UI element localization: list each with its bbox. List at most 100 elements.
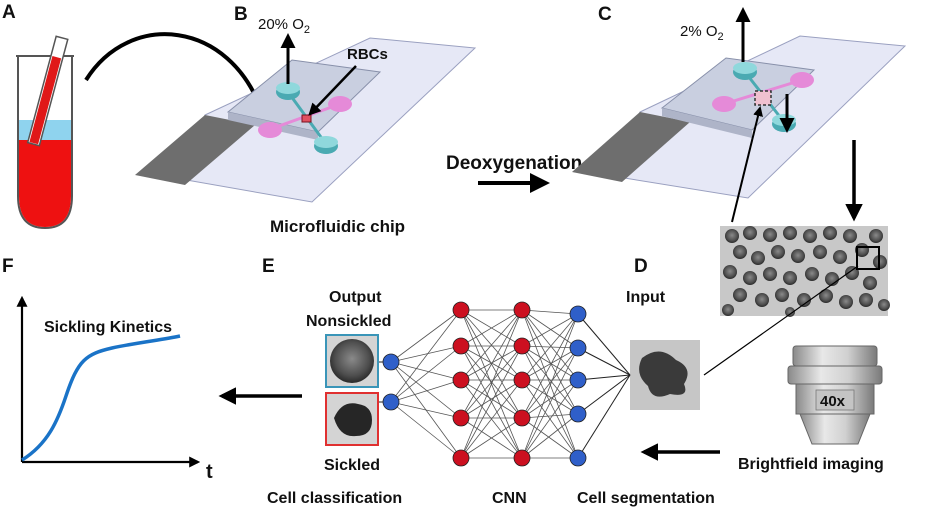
cnn-connection bbox=[390, 309, 462, 403]
cnn-connection bbox=[521, 309, 579, 415]
pdms-side-c bbox=[662, 108, 752, 138]
input-image bbox=[630, 340, 700, 410]
side-reservoir-left-c bbox=[712, 96, 736, 112]
chip-caption: Microfluidic chip bbox=[270, 217, 405, 236]
oxygen-label-c: 2% O2 bbox=[680, 23, 724, 43]
segmentation-label: Cell segmentation bbox=[577, 490, 715, 507]
cnn-connection bbox=[521, 313, 579, 347]
hidden-node bbox=[452, 371, 470, 389]
brightfield-label: Brightfield imaging bbox=[738, 456, 884, 473]
input-connection bbox=[577, 374, 631, 459]
panel-label-d: D bbox=[634, 256, 648, 277]
cnn-connection bbox=[390, 361, 462, 459]
rbc-label: RBCs bbox=[347, 46, 388, 63]
cnn-connection bbox=[521, 345, 579, 415]
cnn-connection bbox=[460, 309, 523, 419]
panel-label-b: B bbox=[234, 4, 248, 25]
cnn-connection bbox=[521, 413, 579, 419]
cnn-connection bbox=[390, 379, 462, 403]
deoxygenation-label: Deoxygenation bbox=[446, 153, 582, 174]
segmented-sickle-cell bbox=[639, 351, 688, 397]
inlet-reservoir-top bbox=[314, 136, 338, 148]
slide-end bbox=[135, 115, 255, 185]
lens-label-plate bbox=[815, 389, 855, 411]
panel-label-e: E bbox=[262, 256, 275, 277]
cnn-connection bbox=[521, 417, 579, 459]
nonsickled-label: Nonsickled bbox=[306, 313, 391, 330]
hidden-node bbox=[452, 301, 470, 319]
hidden-node bbox=[452, 337, 470, 355]
cnn-connection bbox=[390, 401, 462, 459]
selected-cell-box bbox=[856, 246, 880, 270]
hidden-node bbox=[513, 409, 531, 427]
output-node bbox=[382, 393, 400, 411]
blood-layer bbox=[19, 140, 71, 227]
cnn-connection bbox=[521, 345, 579, 381]
pipette bbox=[26, 35, 69, 147]
cnn-connection bbox=[460, 379, 523, 419]
cnn-connection bbox=[390, 345, 462, 363]
cnn-connection bbox=[460, 379, 523, 459]
cnn-connection bbox=[460, 345, 523, 419]
blood-tube bbox=[16, 35, 74, 230]
transfer-arrow bbox=[84, 32, 267, 116]
lens-top bbox=[792, 345, 878, 367]
input-node bbox=[569, 305, 587, 323]
nonsickled-cell-image bbox=[325, 334, 379, 388]
objective-lens: 40x bbox=[787, 345, 883, 445]
cnn-connection bbox=[460, 309, 523, 459]
cnn-connection bbox=[521, 379, 579, 419]
lens-tip bbox=[799, 413, 871, 445]
rbc-cells bbox=[722, 226, 890, 317]
cnn-connection bbox=[521, 345, 579, 349]
cnn-connection bbox=[521, 345, 579, 459]
outlet-reservoir-top-c bbox=[733, 62, 757, 74]
input-connection bbox=[577, 374, 631, 415]
side-reservoir-right-c bbox=[790, 72, 814, 88]
cnn-connection bbox=[390, 361, 462, 381]
zoom-pointer bbox=[731, 106, 763, 223]
objective-magnification: 40x bbox=[820, 393, 846, 410]
cnn-connection bbox=[521, 347, 579, 459]
imaging-region-c bbox=[754, 90, 772, 106]
cnn-connection bbox=[390, 309, 462, 363]
cnn-label: CNN bbox=[492, 490, 527, 507]
input-node bbox=[569, 339, 587, 357]
hidden-node bbox=[513, 301, 531, 319]
output-node bbox=[382, 353, 400, 371]
cnn-connection bbox=[521, 347, 579, 381]
micrograph bbox=[720, 226, 890, 317]
hidden-node bbox=[513, 449, 531, 467]
hidden-node bbox=[452, 409, 470, 427]
cnn-connection bbox=[521, 313, 579, 459]
cnn-connection bbox=[460, 309, 523, 347]
input-connection bbox=[577, 374, 631, 381]
input-node bbox=[569, 449, 587, 467]
sickled-cell-image bbox=[325, 392, 379, 446]
hidden-node bbox=[513, 371, 531, 389]
side-reservoir-right bbox=[328, 96, 352, 112]
input-label: Input bbox=[626, 289, 666, 306]
inlet-reservoir-top-c bbox=[772, 114, 796, 126]
cnn-connection bbox=[460, 345, 523, 459]
panel-label-f: F bbox=[2, 256, 14, 277]
hidden-node bbox=[513, 337, 531, 355]
pdms-block-c bbox=[660, 57, 816, 131]
oxygen-label-b: 20% O2 bbox=[258, 16, 310, 36]
lens-ring bbox=[787, 365, 883, 385]
kinetics-curve bbox=[21, 334, 181, 462]
cnn-connection bbox=[460, 345, 523, 381]
classification-label: Cell classification bbox=[267, 490, 402, 507]
cnn-connection bbox=[390, 345, 462, 403]
input-node bbox=[569, 371, 587, 389]
cnn-connection bbox=[460, 417, 523, 459]
cnn-connection bbox=[390, 361, 462, 419]
panel-label-c: C bbox=[598, 4, 612, 25]
cnn-connection bbox=[521, 309, 579, 459]
slide-end-c bbox=[572, 112, 690, 182]
side-reservoir-left bbox=[258, 122, 282, 138]
rbc-region bbox=[301, 114, 312, 123]
zoom-line bbox=[703, 265, 859, 376]
kinetics-plot: Sickling Kinetics t bbox=[16, 295, 213, 483]
